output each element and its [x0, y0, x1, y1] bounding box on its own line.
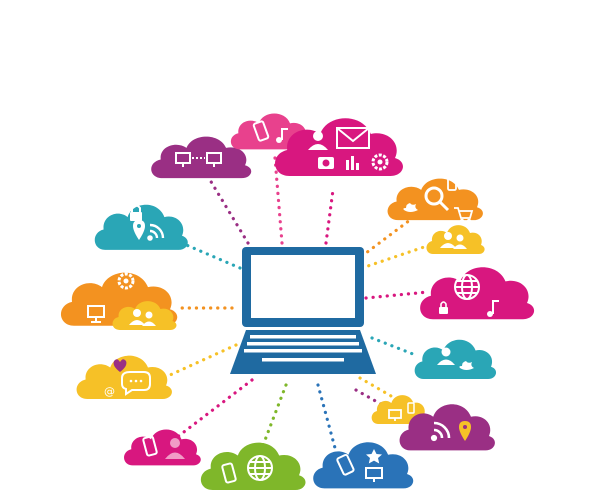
chat-icon: [121, 371, 151, 396]
user-icon: [165, 438, 185, 459]
users-icon: [129, 309, 156, 326]
location-icon: [459, 421, 471, 441]
cloud-users-small: [426, 225, 485, 254]
phone-icon: [142, 435, 158, 457]
user-icon: [308, 131, 328, 150]
cloud-phone-star-tv: [313, 442, 414, 489]
laptop-screen: [251, 255, 355, 318]
lock-icon: [439, 301, 448, 314]
cloud-twitter-user: [414, 339, 497, 380]
location-icon: [133, 220, 145, 240]
chart-icon: [346, 156, 359, 170]
heart-icon: [113, 359, 127, 372]
users-icon: [440, 232, 467, 249]
cloud-phone-globe: [200, 442, 306, 490]
cart-icon: [454, 207, 474, 224]
laptop: [230, 247, 376, 374]
lock-icon: [130, 204, 142, 221]
globe-icon: [454, 274, 480, 300]
twitter-icon: [403, 203, 418, 212]
phone-icon: [221, 462, 237, 484]
wifi-icon: [430, 421, 451, 442]
camera-icon: [318, 157, 334, 169]
gear-icon: [371, 153, 389, 171]
cloud-phone-user: [124, 429, 201, 466]
monitor-icon: [87, 305, 105, 323]
twitter-icon: [459, 361, 474, 370]
svg-text:@: @: [104, 385, 115, 398]
phone-icon: [407, 402, 415, 414]
at-icon: @: [104, 385, 115, 398]
wifi-icon: [147, 223, 165, 241]
monitor-icon: [388, 409, 402, 421]
gear-icon: [117, 272, 135, 290]
cloud-search-shopping: [387, 178, 483, 221]
phone-icon: [447, 176, 457, 191]
phone-icon: [252, 120, 270, 142]
music-icon: [276, 128, 288, 143]
laptop-keys: [244, 335, 362, 362]
monitor-icon: [175, 152, 222, 167]
search-icon: [424, 186, 450, 212]
globe-icon: [247, 455, 273, 481]
phone-icon: [336, 453, 355, 476]
monitor-icon: [365, 467, 383, 482]
star-icon: [366, 449, 382, 464]
music-icon: [487, 300, 499, 317]
user-icon: [437, 347, 455, 365]
mail-icon: [336, 127, 370, 149]
